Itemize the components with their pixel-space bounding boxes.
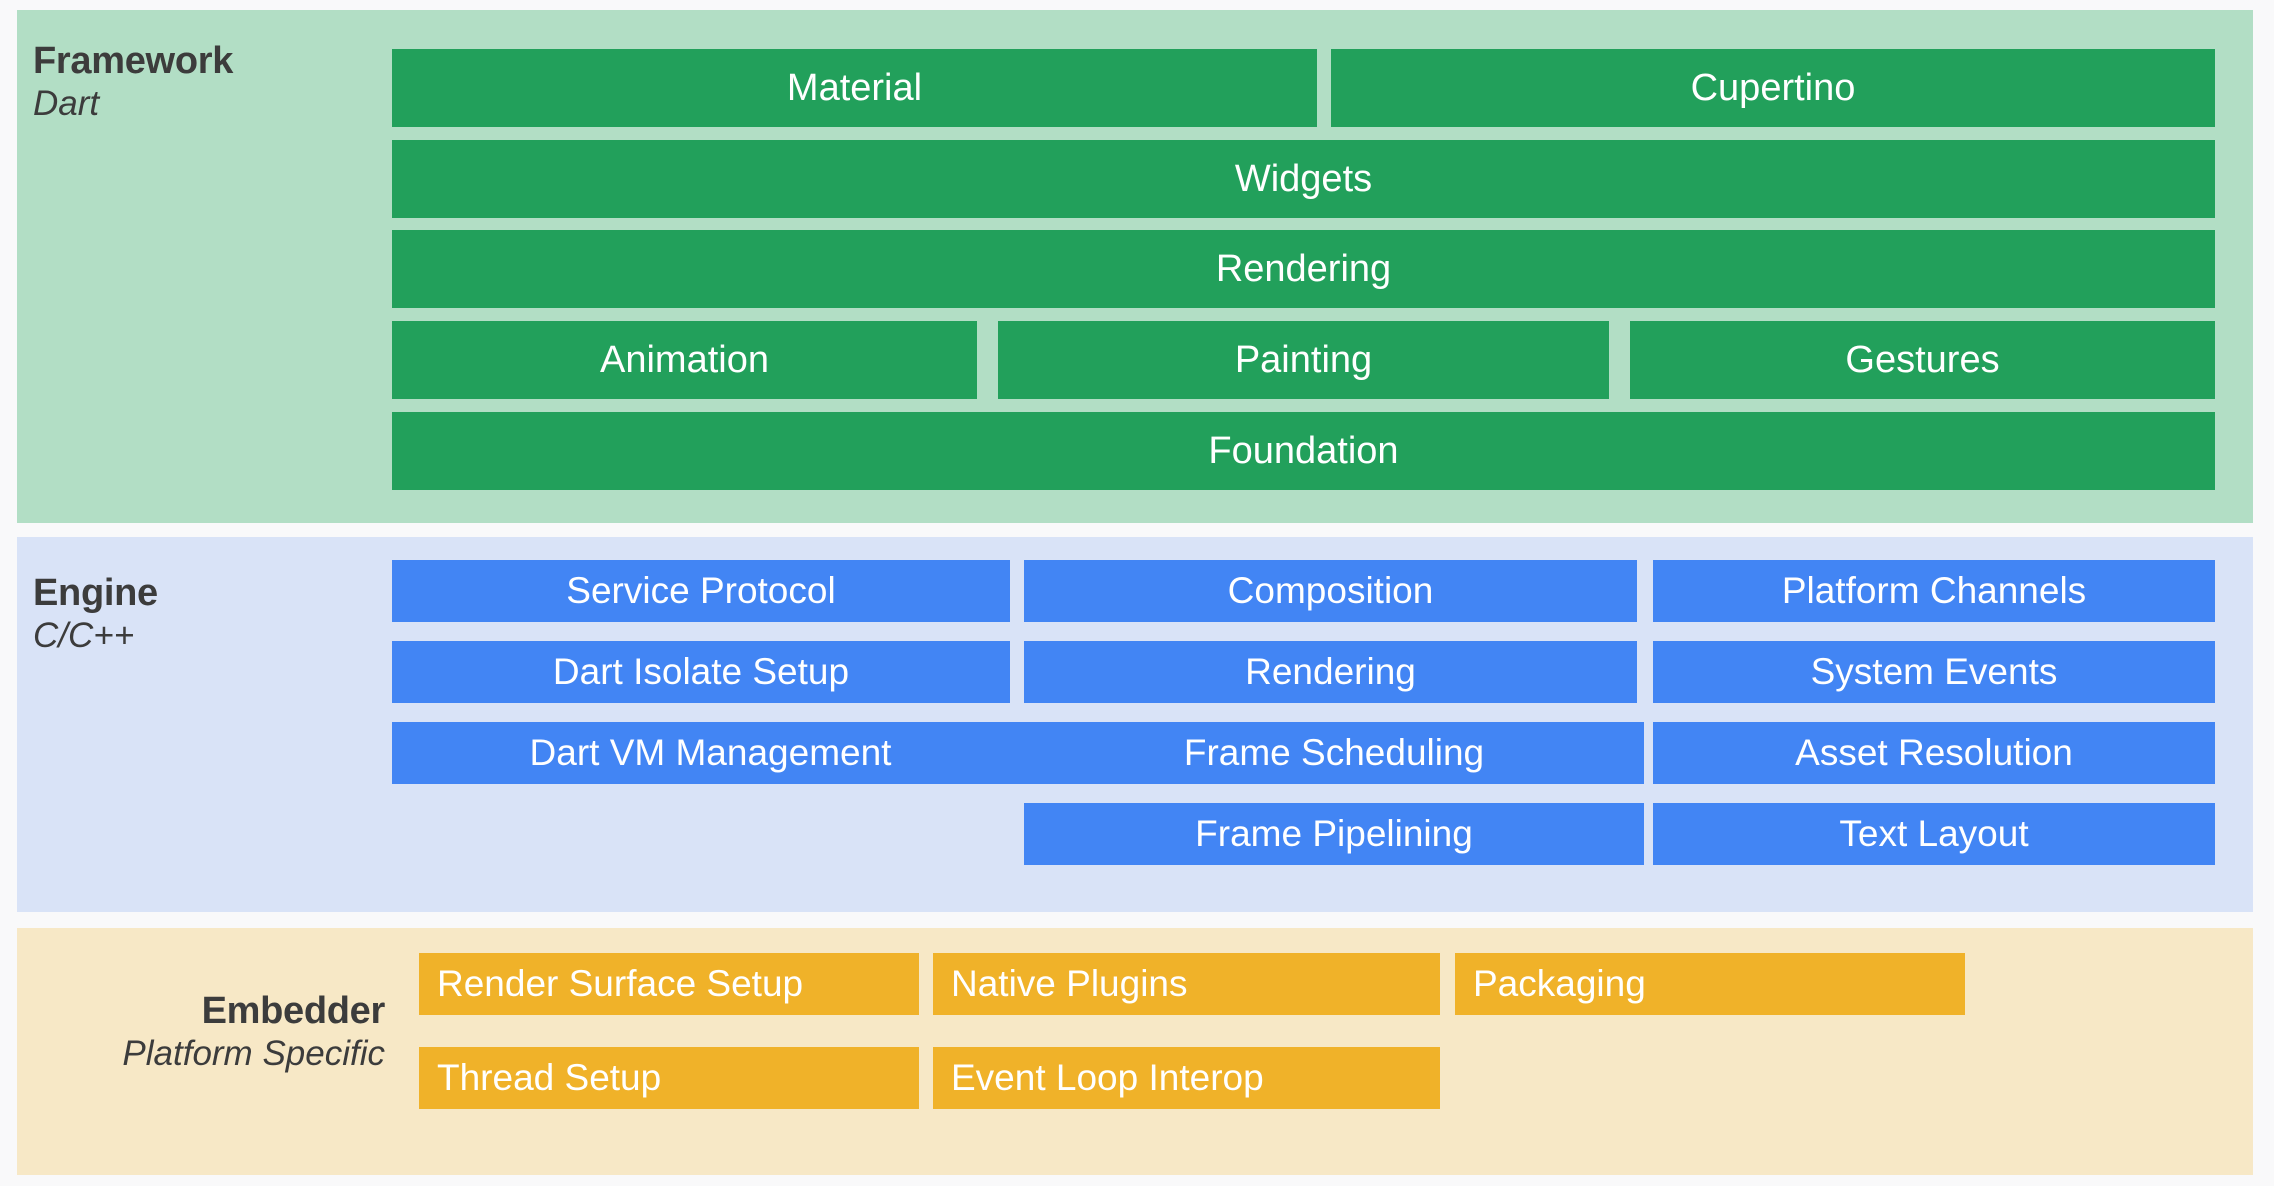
embedder-box-packaging[interactable]: Packaging [1455, 953, 1965, 1015]
engine-box-platform-channels[interactable]: Platform Channels [1653, 560, 2215, 622]
engine-box-service-protocol[interactable]: Service Protocol [392, 560, 1010, 622]
engine-box-composition[interactable]: Composition [1024, 560, 1637, 622]
embedder-layer-name: Embedder [201, 990, 386, 1032]
framework-layer-language: Dart [33, 83, 100, 123]
framework-layer-name: Framework [33, 40, 234, 82]
engine-layer-language: C/C++ [33, 615, 135, 655]
framework-box-material[interactable]: Material [392, 49, 1317, 127]
framework-box-foundation[interactable]: Foundation [392, 412, 2215, 490]
engine-layer-title: Engine C/C++ [33, 572, 363, 656]
framework-box-animation[interactable]: Animation [392, 321, 977, 399]
embedder-box-event-loop-interop[interactable]: Event Loop Interop [933, 1047, 1440, 1109]
framework-box-gestures[interactable]: Gestures [1630, 321, 2215, 399]
engine-box-frame-scheduling[interactable]: Frame Scheduling [1024, 722, 1644, 784]
embedder-layer-platform: Platform Specific [122, 1033, 385, 1073]
framework-box-rendering[interactable]: Rendering [392, 230, 2215, 308]
framework-box-widgets[interactable]: Widgets [392, 140, 2215, 218]
engine-box-rendering[interactable]: Rendering [1024, 641, 1637, 703]
embedder-layer-title: Embedder Platform Specific [0, 990, 385, 1074]
framework-box-cupertino[interactable]: Cupertino [1331, 49, 2215, 127]
framework-box-painting[interactable]: Painting [998, 321, 1609, 399]
engine-layer-name: Engine [33, 572, 158, 614]
framework-layer-title: Framework Dart [33, 40, 363, 124]
engine-box-text-layout[interactable]: Text Layout [1653, 803, 2215, 865]
embedder-box-render-surface-setup[interactable]: Render Surface Setup [419, 953, 919, 1015]
engine-box-system-events[interactable]: System Events [1653, 641, 2215, 703]
embedder-box-native-plugins[interactable]: Native Plugins [933, 953, 1440, 1015]
engine-box-dart-vm-management[interactable]: Dart VM Management [392, 722, 1029, 784]
engine-box-frame-pipelining[interactable]: Frame Pipelining [1024, 803, 1644, 865]
engine-box-dart-isolate-setup[interactable]: Dart Isolate Setup [392, 641, 1010, 703]
engine-box-asset-resolution[interactable]: Asset Resolution [1653, 722, 2215, 784]
embedder-box-thread-setup[interactable]: Thread Setup [419, 1047, 919, 1109]
